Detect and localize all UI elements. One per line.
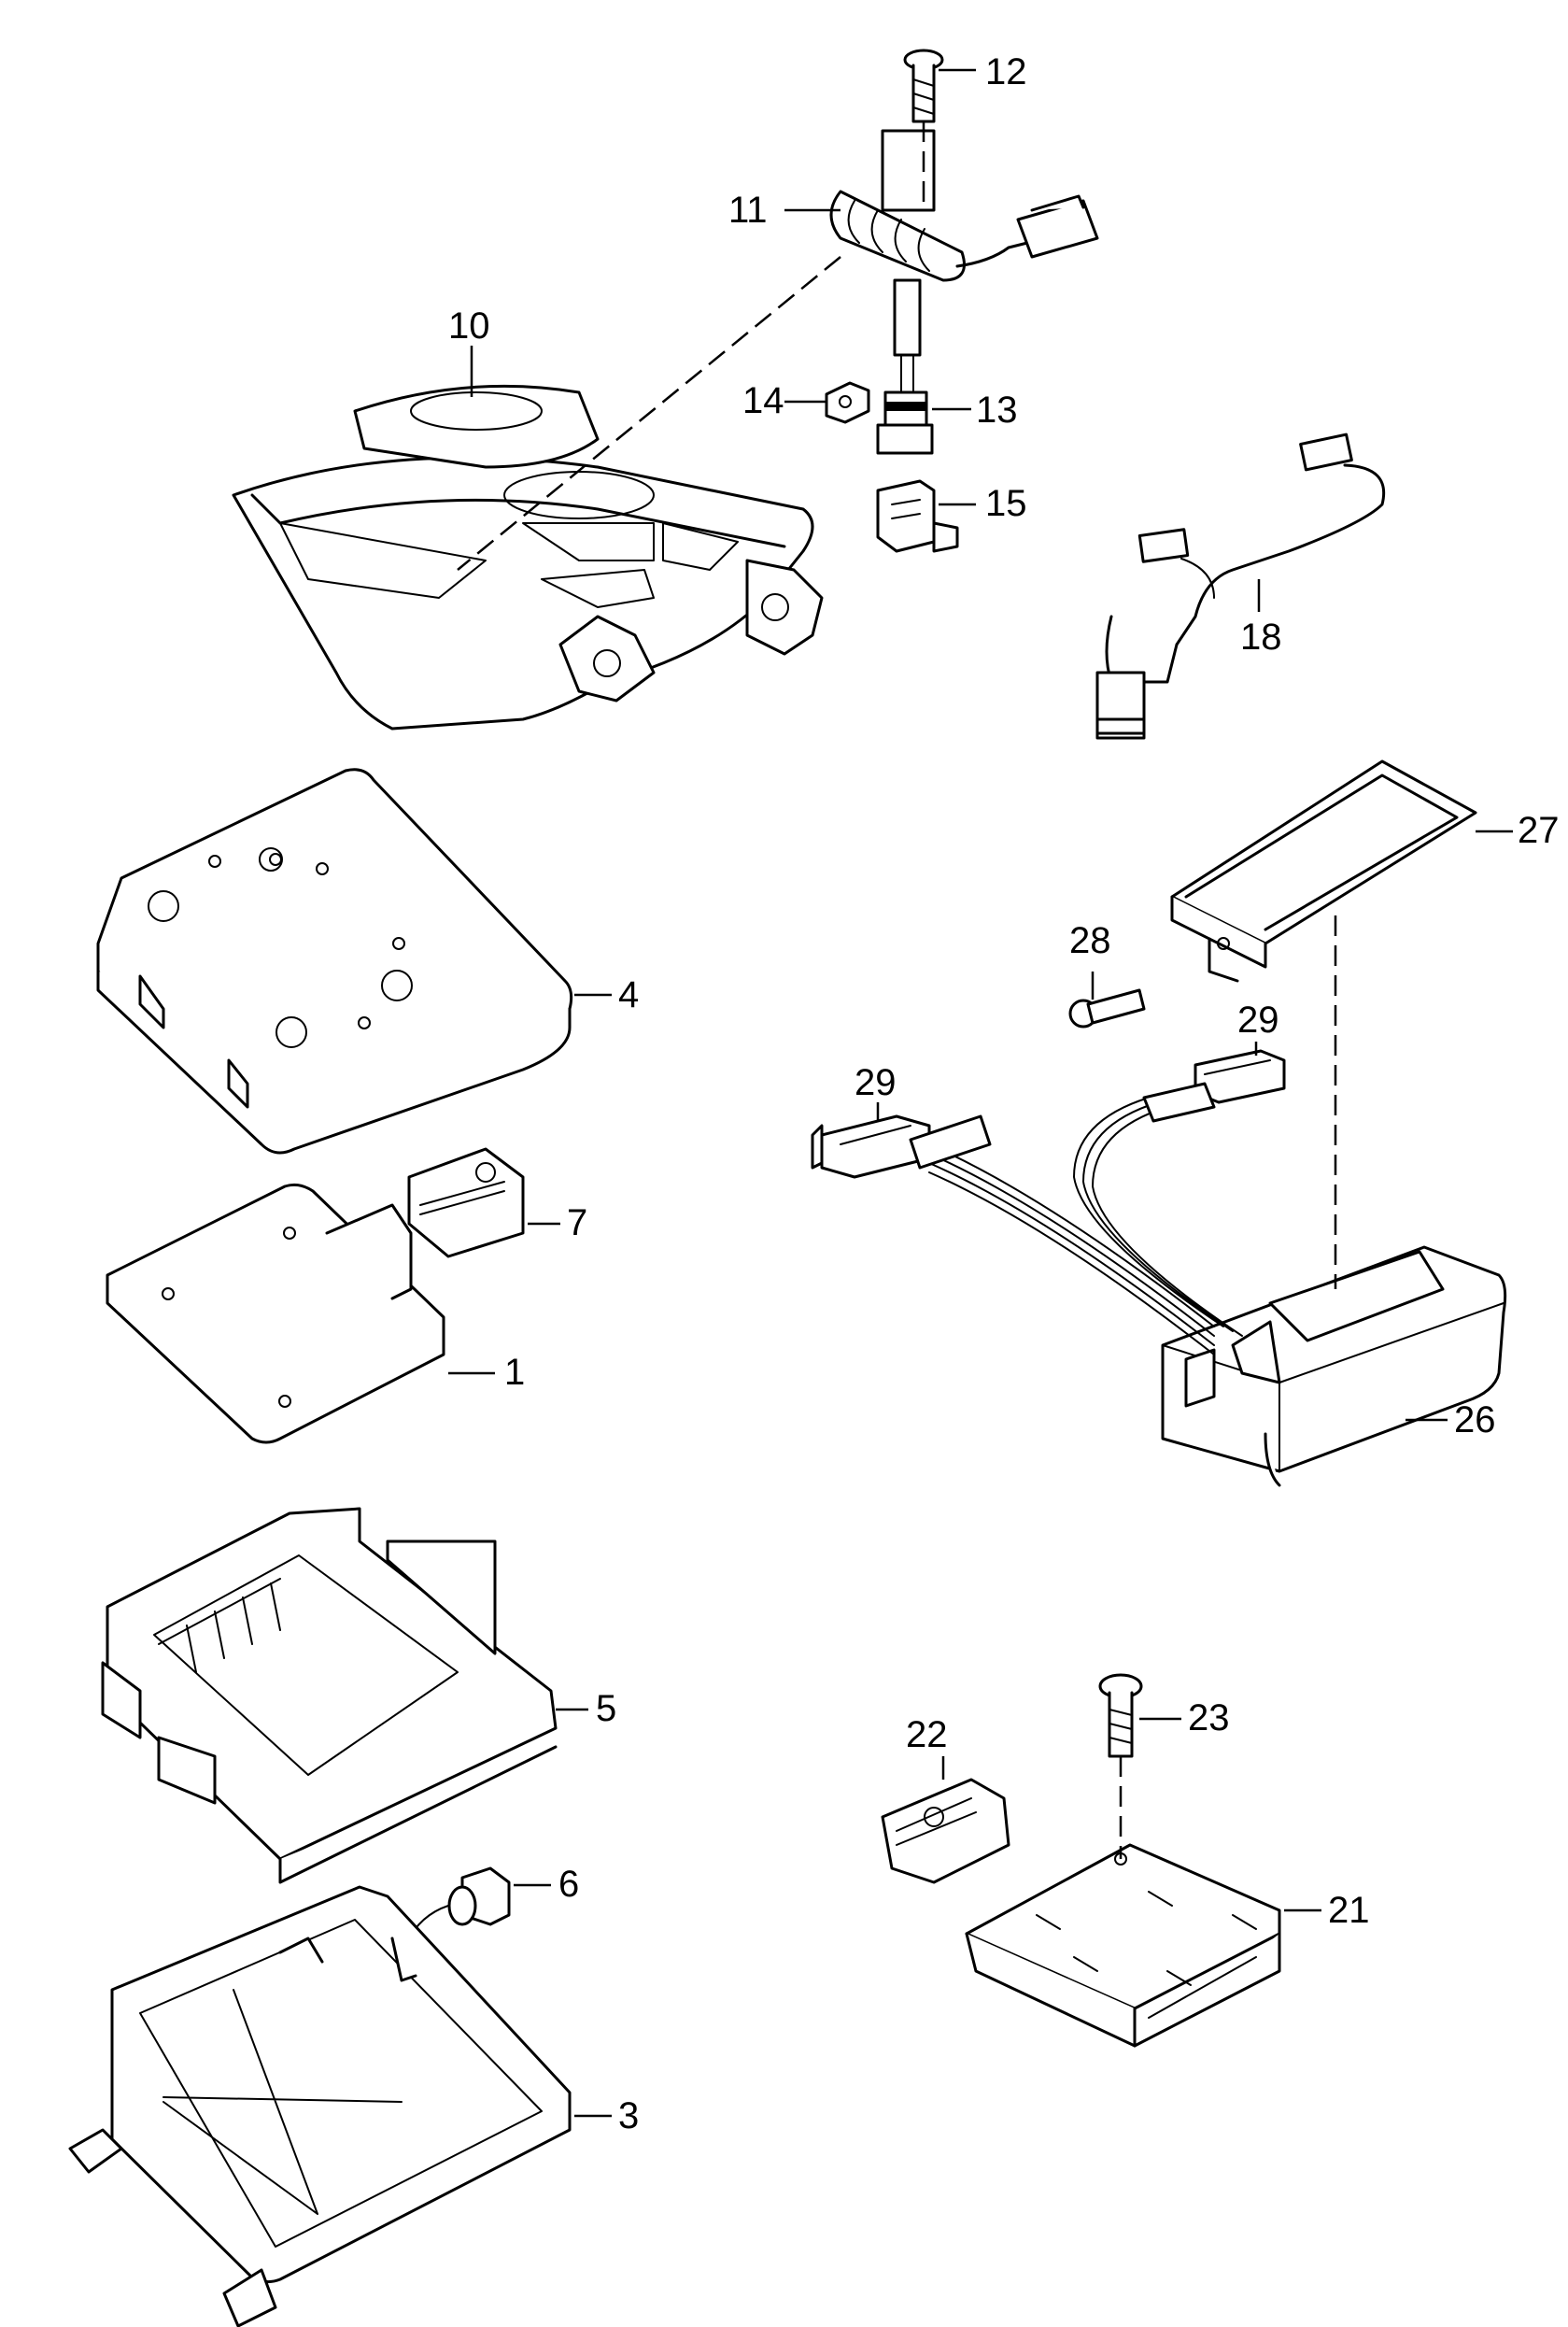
part-14-clip <box>825 381 870 424</box>
part-10-console-housing <box>232 384 824 731</box>
callout-5: 5 <box>596 1688 616 1729</box>
part-6-small-plug <box>405 1866 511 1944</box>
assembly-line-11-to-10 <box>457 256 841 571</box>
callout-7: 7 <box>567 1202 587 1243</box>
callout-15: 15 <box>985 483 1027 524</box>
part-12-screw <box>903 49 944 123</box>
callout-29-left: 29 <box>855 1062 897 1103</box>
part-4-cover <box>96 768 573 1155</box>
callout-27: 27 <box>1518 810 1560 851</box>
callout-28: 28 <box>1069 920 1111 961</box>
part-26-module <box>909 1082 1507 1487</box>
callout-10: 10 <box>448 305 490 347</box>
part-13-connector <box>876 390 934 455</box>
callout-21: 21 <box>1328 1890 1370 1931</box>
part-15-holder <box>876 479 959 553</box>
part-18-wiring-harness <box>1095 433 1385 740</box>
part-7-connector-plug <box>407 1147 525 1258</box>
callout-12: 12 <box>985 51 1027 92</box>
callout-1: 1 <box>504 1352 525 1393</box>
callout-11: 11 <box>728 190 768 231</box>
part-1-control-unit <box>106 1183 445 1444</box>
callout-22: 22 <box>906 1714 948 1755</box>
callout-6: 6 <box>558 1864 579 1905</box>
part-5-bracket-tray <box>101 1507 558 1884</box>
part-27-lid <box>1170 759 1477 983</box>
part-3-base-tray <box>68 1885 572 2327</box>
part-11-coil-cable <box>829 129 1099 393</box>
callout-26: 26 <box>1454 1399 1496 1440</box>
part-21-reader-unit <box>965 1843 1281 2048</box>
part-22-connector-housing <box>881 1778 1010 1884</box>
part-28-rivet <box>1068 988 1146 1029</box>
callout-14: 14 <box>742 380 784 421</box>
callout-18: 18 <box>1240 617 1282 658</box>
callout-4: 4 <box>618 974 639 1015</box>
part-23-screw <box>1098 1673 1143 1758</box>
callout-23: 23 <box>1188 1697 1230 1738</box>
callout-3: 3 <box>618 2095 639 2136</box>
callout-29-right: 29 <box>1237 1000 1279 1041</box>
callout-13: 13 <box>976 390 1018 431</box>
